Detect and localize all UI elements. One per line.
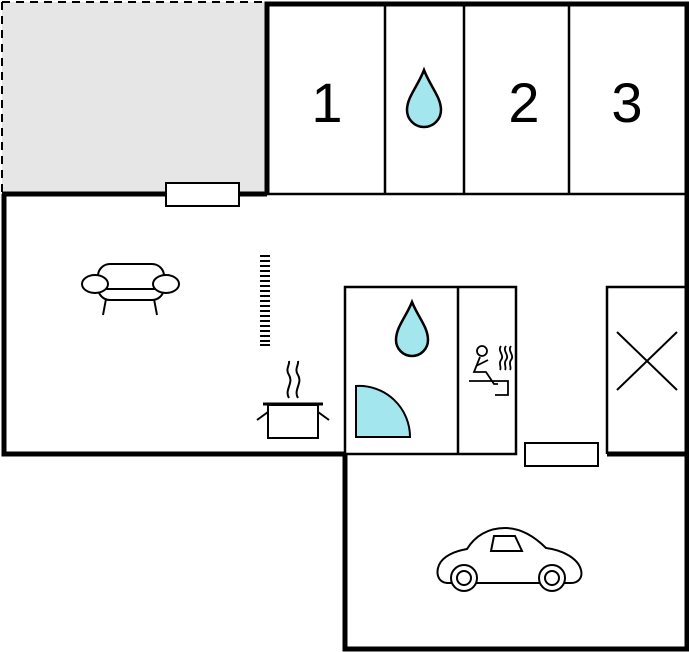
terrace xyxy=(1,1,267,194)
sofa-icon xyxy=(81,263,180,316)
cooking-pot-icon xyxy=(256,360,330,439)
storage-cross-icon xyxy=(616,331,678,391)
inner-walls xyxy=(267,4,687,456)
window-icon xyxy=(165,182,240,207)
radiator-icon xyxy=(260,255,270,346)
water-drop-icon xyxy=(405,66,443,129)
water-drop-icon xyxy=(394,298,430,358)
shower-icon xyxy=(355,384,412,438)
car-icon xyxy=(436,526,583,592)
bedroom-3-label: 3 xyxy=(611,71,642,134)
window-icon xyxy=(524,442,599,467)
bedroom-2-label: 2 xyxy=(508,71,539,134)
sauna-icon xyxy=(469,345,514,396)
bedroom-1-label: 1 xyxy=(311,71,342,134)
